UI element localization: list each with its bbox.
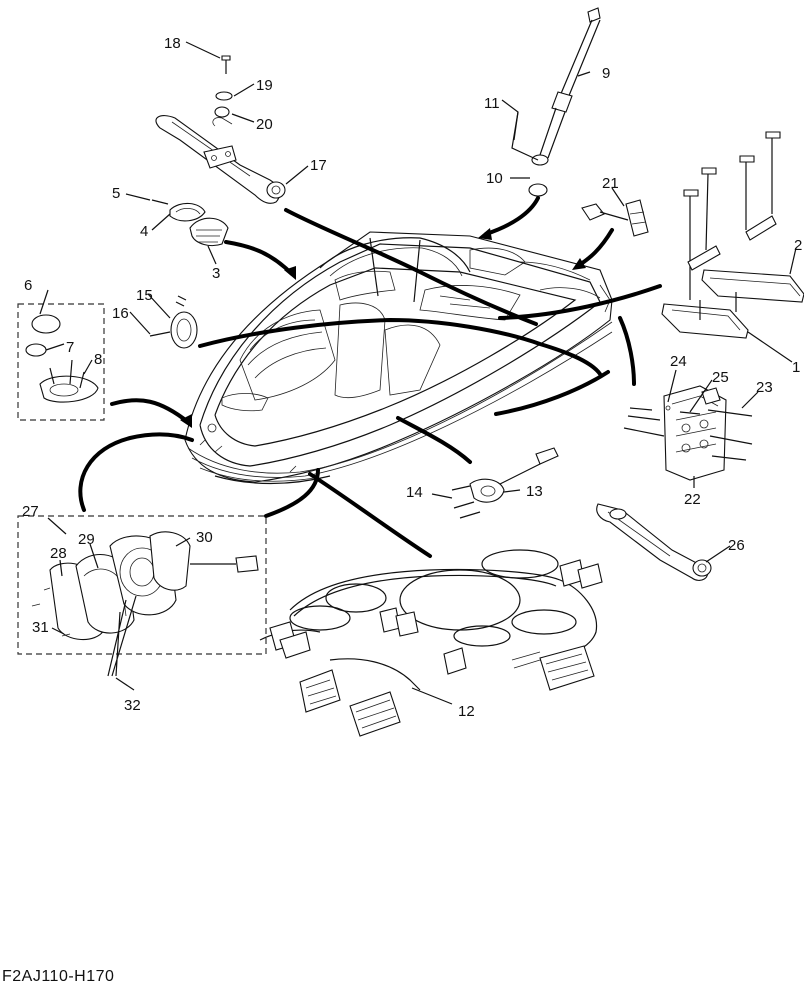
callout-6: 6 xyxy=(24,277,32,294)
callout-26: 26 xyxy=(728,537,745,554)
callout-9: 9 xyxy=(602,65,610,82)
callout-17: 17 xyxy=(310,157,327,174)
callout-30: 30 xyxy=(196,529,213,546)
leader-lines xyxy=(39,41,797,705)
part-5-screw xyxy=(151,199,169,205)
part-23-bolts xyxy=(623,407,753,461)
callout-5: 5 xyxy=(112,185,120,202)
callout-23: 23 xyxy=(756,379,773,396)
detail-box-6-8 xyxy=(17,303,105,421)
part-20-nut xyxy=(214,106,230,118)
part-4-gasket xyxy=(169,202,206,222)
part-3-vent xyxy=(189,217,229,247)
callout-28: 28 xyxy=(50,545,67,562)
part-13-fitting xyxy=(469,447,559,503)
callout-11: 11 xyxy=(484,95,500,112)
callout-8: 8 xyxy=(94,351,102,368)
part-21-switch xyxy=(581,199,649,237)
part-2-battery-box xyxy=(701,269,804,303)
part-14-screws xyxy=(451,485,481,519)
part-10-base xyxy=(528,154,549,197)
callout-15: 15 xyxy=(136,287,153,304)
callout-4: 4 xyxy=(140,223,148,240)
callout-27: 27 xyxy=(22,503,39,520)
detail-box-27-32 xyxy=(17,515,267,677)
callout-1: 1 xyxy=(792,359,800,376)
part-26-cable xyxy=(596,503,712,581)
callout-22: 22 xyxy=(684,491,701,508)
boat-hull xyxy=(184,231,613,485)
callout-10: 10 xyxy=(486,170,503,187)
part-18-bolt xyxy=(221,55,231,74)
part-25-screw xyxy=(679,411,701,415)
callout-32: 32 xyxy=(124,697,141,714)
callout-7: 7 xyxy=(66,339,74,356)
part-20-leader-detail xyxy=(212,117,233,127)
callout-24: 24 xyxy=(670,353,687,370)
callout-19: 19 xyxy=(256,77,273,94)
callout-25: 25 xyxy=(712,369,729,386)
callout-14: 14 xyxy=(406,484,423,501)
callout-13: 13 xyxy=(526,483,543,500)
callout-20: 20 xyxy=(256,116,273,133)
part-15-port xyxy=(170,295,198,349)
part-16-screw xyxy=(149,331,171,337)
callout-3: 3 xyxy=(212,265,220,282)
callout-12: 12 xyxy=(458,703,475,720)
part-24-nut xyxy=(665,405,671,411)
callout-numbers: 1 2 3 4 5 6 7 8 9 10 11 12 13 14 15 16 1… xyxy=(22,35,802,720)
callout-2: 2 xyxy=(794,237,802,254)
part-9-antenna xyxy=(539,7,601,159)
callout-16: 16 xyxy=(112,305,129,322)
part-19-washer xyxy=(215,91,233,101)
part-17-grab-rail xyxy=(155,115,286,204)
arrows xyxy=(78,196,662,558)
callout-18: 18 xyxy=(164,35,181,52)
callout-29: 29 xyxy=(78,531,95,548)
part-11-cable xyxy=(511,111,539,161)
callout-21: 21 xyxy=(602,175,619,192)
battery-straps xyxy=(683,131,781,320)
figure-code: F2AJ110-H170 xyxy=(2,968,115,985)
part-22-terminal-block xyxy=(663,385,727,481)
part-1-battery-tray xyxy=(661,303,749,339)
callout-31: 31 xyxy=(32,619,49,636)
part-12-wire-harness xyxy=(259,549,603,737)
